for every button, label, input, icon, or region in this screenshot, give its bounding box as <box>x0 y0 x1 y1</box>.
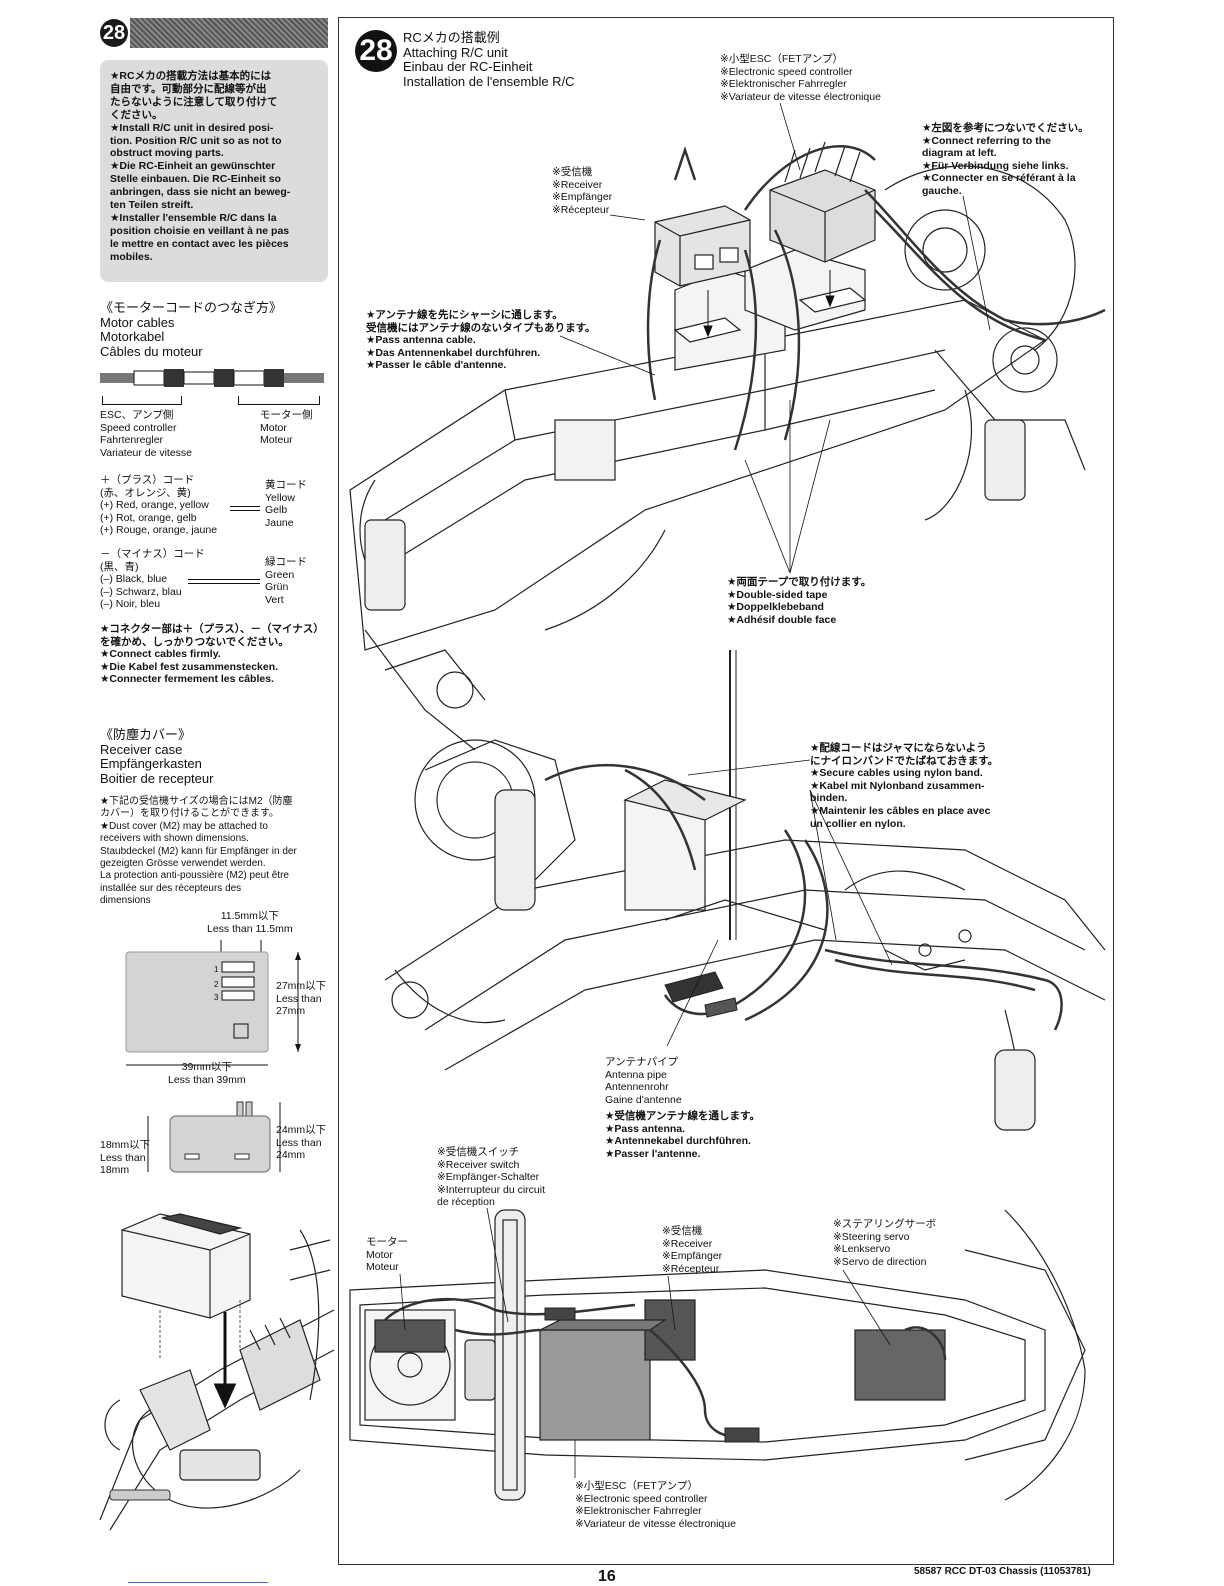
motor-label-bottom: モーター Motor Moteur <box>366 1236 408 1274</box>
yellow-cord-label: 黄コード Yellow Gelb Jaune <box>265 479 307 529</box>
antenna-pipe-label: アンテナパイプ Antenna pipe Antennenrohr Gaine … <box>605 1056 682 1106</box>
plus-cord-label: ＋（プラス）コード (赤、オレンジ、黄) (+) Red, orange, ye… <box>100 474 218 537</box>
step-number-badge: 28 <box>100 19 128 47</box>
receiver-case-title: 《防塵カバー》 Receiver case Empfängerkasten Bo… <box>100 727 214 786</box>
main-illustration-frame <box>338 17 1114 1565</box>
motor-side-label: モーター側 Motor Moteur <box>260 409 313 447</box>
esc-label-bottom: ※小型ESC（FETアンプ） ※Electronic speed control… <box>575 1480 736 1530</box>
install-note-box <box>100 60 328 282</box>
green-cord-label: 緑コード Green Grün Vert <box>265 556 307 606</box>
minus-cord-line <box>188 579 260 584</box>
connect-referring-note: ★左図を参考につないでください。 ★Connect referring to t… <box>922 122 1089 197</box>
motor-cables-title: 《モーターコードのつなぎ方》 Motor cables Motorkabel C… <box>100 300 283 359</box>
minus-cord-label: －（マイナス）コード (黒、青) (–) Black, blue (–) Sch… <box>100 548 205 611</box>
receiver-label-top: ※受信機 ※Receiver ※Empfänger ※Récepteur <box>552 166 613 216</box>
esc-side-label: ESC、アンプ側 Speed controller Fahrtenregler … <box>100 409 193 459</box>
install-note-text: ★RCメカの搭載方法は基本的には 自由です。可動部分に配線等が出 たらないように… <box>110 70 291 263</box>
receiver-label-bottom: ※受信機 ※Receiver ※Empfänger ※Récepteur <box>662 1225 723 1275</box>
dim-label-11-5mm: 11.5mm以下 Less than 11.5mm <box>207 910 293 935</box>
receiver-top-view-diagram <box>125 940 301 1066</box>
pass-antenna-note: ★受信機アンテナ線を通します。 ★Pass antenna. ★Antennek… <box>605 1110 760 1160</box>
pin-1-label: 1 <box>214 965 219 974</box>
pin-2-label: 2 <box>214 980 219 989</box>
link-underline <box>128 1582 268 1583</box>
step-header-bar <box>130 18 328 48</box>
receiver-case-install-illustration <box>99 1213 335 1531</box>
secure-cables-note: ★配線コードはジャマにならないよう にナイロンバンドでたばねておきます。 ★Se… <box>810 742 999 830</box>
main-step-badge: 28 <box>355 30 397 72</box>
attaching-rc-unit-title: RCメカの搭載例 Attaching R/C unit Einbau der R… <box>403 30 575 89</box>
page-number: 16 <box>598 1568 616 1585</box>
dim-label-24mm: 24mm以下 Less than 24mm <box>276 1124 327 1162</box>
esc-label-top: ※小型ESC（FETアンプ） ※Electronic speed control… <box>720 53 881 103</box>
receiver-side-view-diagram <box>147 1101 281 1173</box>
motor-side-bracket <box>238 396 320 405</box>
double-sided-tape-note: ★両面テープで取り付けます。 ★Double-sided tape ★Doppe… <box>727 576 872 626</box>
receiver-switch-label: ※受信機スイッチ ※Receiver switch ※Empfänger-Sch… <box>437 1146 546 1209</box>
chassis-rear-illustration <box>384 650 1106 1131</box>
chassis-top-illustration <box>349 141 1106 751</box>
connect-cables-note: ★コネクター部は＋（プラス）、－（マイナス） を確かめ、しっかりつないでください… <box>100 623 324 686</box>
dim-label-18mm: 18mm以下 Less than 18mm <box>100 1139 151 1177</box>
product-code: 58587 RCC DT-03 Chassis (11053781) <box>914 1566 1091 1577</box>
dim-label-39mm: 39mm以下 Less than 39mm <box>168 1061 246 1086</box>
pin-3-label: 3 <box>214 993 219 1002</box>
pass-antenna-cable-note: ★アンテナ線を先にシャーシに通します。 受信機にはアンテナ線のないタイプもありま… <box>366 309 596 372</box>
esc-side-bracket <box>102 396 182 405</box>
dust-cover-note: ★下記の受信機サイズの場合にはM2（防塵 カバー）を取り付けることができます。 … <box>100 796 297 907</box>
chassis-plan-view-illustration <box>349 1209 1086 1501</box>
dim-label-27mm: 27mm以下 Less than 27mm <box>276 980 327 1018</box>
steering-servo-label: ※ステアリングサーボ ※Steering servo ※Lenkservo ※S… <box>833 1218 937 1268</box>
plus-cord-line <box>230 506 260 511</box>
motor-cable-connector-illustration <box>100 369 324 387</box>
